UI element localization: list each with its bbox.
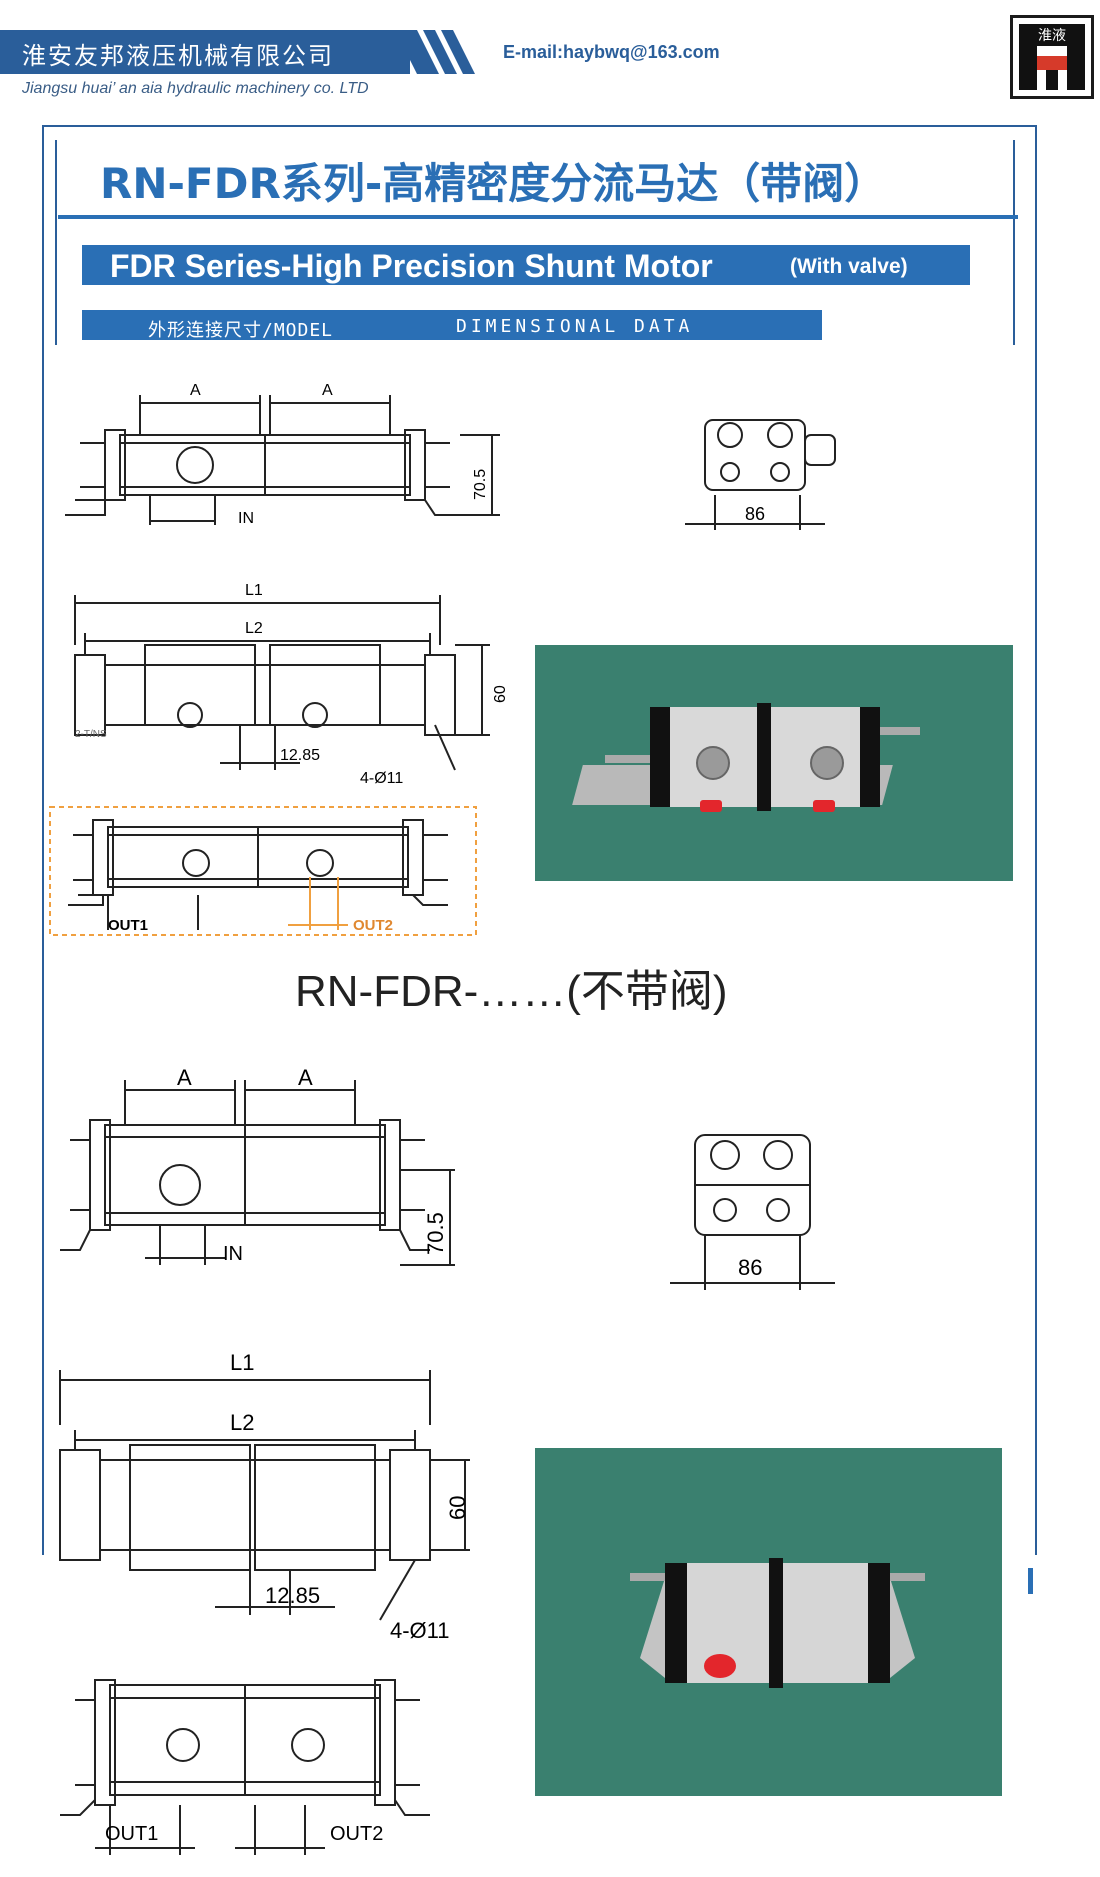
product-photo-without-valve [535,1448,1002,1796]
edge-marker [1028,1568,1033,1594]
title-divider [58,215,1018,219]
motor-photo-illustration [572,703,920,812]
dim-height-2: 70.5 [423,1212,448,1255]
drawing-outlet-view-1: OUT1 OUT2 [49,806,477,936]
company-name-en: Jiangsu huai’ an aia hydraulic machinery… [22,80,369,97]
section-title-without-valve: RN-FDR-……(不带阀) [295,967,728,1016]
dim-hole-2: 4-Ø11 [390,1618,450,1643]
dim-width-2: 86 [738,1255,762,1280]
page-title-en-sub: (With valve) [790,255,908,278]
dim-a-right: A [322,382,333,399]
port-out2-label-2: OUT2 [330,1823,383,1845]
dim-60: 60 [492,685,509,703]
company-name-cn: 淮安友邦液压机械有限公司 [22,42,334,70]
dim-l2-2: L2 [230,1410,254,1435]
dim-l1-2: L1 [230,1350,254,1375]
dim-a-right-2: A [298,1065,313,1090]
drawing-top-view-2: A A IN 70.5 [60,1065,455,1266]
content-frame [42,125,1037,1555]
header-stripes [395,30,475,74]
dim-hole: 4-Ø11 [360,770,403,787]
page-header: 淮安友邦液压机械有限公司 Jiangsu huai’ an aia hydrau… [0,0,1100,105]
port-in-label-2: IN [223,1243,243,1265]
dim-60-2: 60 [445,1496,470,1520]
port-out1-label-2: OUT1 [105,1823,158,1845]
dim-l1: L1 [245,582,263,599]
port-out2-label: OUT2 [353,917,393,934]
product-photo-with-valve [535,645,1013,881]
drawing-side-view-2: 86 [670,1134,835,1290]
page-title-cn: RN-FDR系列-高精密度分流马达（带阀） [100,159,887,208]
contact-email[interactable]: E-mail:haybwq@163.com [503,42,720,62]
model-bar [82,310,822,340]
drawing-top-view-1: A A IN 70.5 [65,382,500,527]
dim-width: 86 [745,504,765,524]
dim-height: 70.5 [472,469,489,500]
page-title-en: FDR Series-High Precision Shunt Motor [110,248,713,284]
header-band [0,30,410,74]
port-in-label: IN [238,510,254,527]
drawing-outlet-view-2: OUT1 OUT2 [60,1679,430,1855]
dim-12-85-2: 12.85 [265,1583,320,1608]
model-label: 外形连接尺寸/MODEL [148,320,334,341]
drawing-plan-view-2: L1 L2 60 12.85 4-Ø11 [59,1350,470,1643]
logo-text: 淮液 [1038,28,1066,44]
motor-photo-illustration-2 [630,1558,925,1688]
drawing-note: 2-T/NS [75,729,107,740]
title-en-bar [82,245,970,285]
logo-mark-icon: 淮液 [1019,24,1085,90]
dim-l2: L2 [245,620,263,637]
port-out1-label: OUT1 [108,917,148,934]
drawing-plan-view-1: L1 L2 60 12.85 4-Ø11 2-T/NS [74,582,509,787]
title-frame [55,140,1015,345]
company-logo: 淮液 [1010,15,1094,99]
dim-a-left: A [190,382,201,399]
model-data-label: DIMENSIONAL DATA [456,316,694,337]
drawing-side-view-1: 86 [685,419,836,530]
dim-a-left-2: A [177,1065,192,1090]
dim-12-85: 12.85 [280,747,320,764]
